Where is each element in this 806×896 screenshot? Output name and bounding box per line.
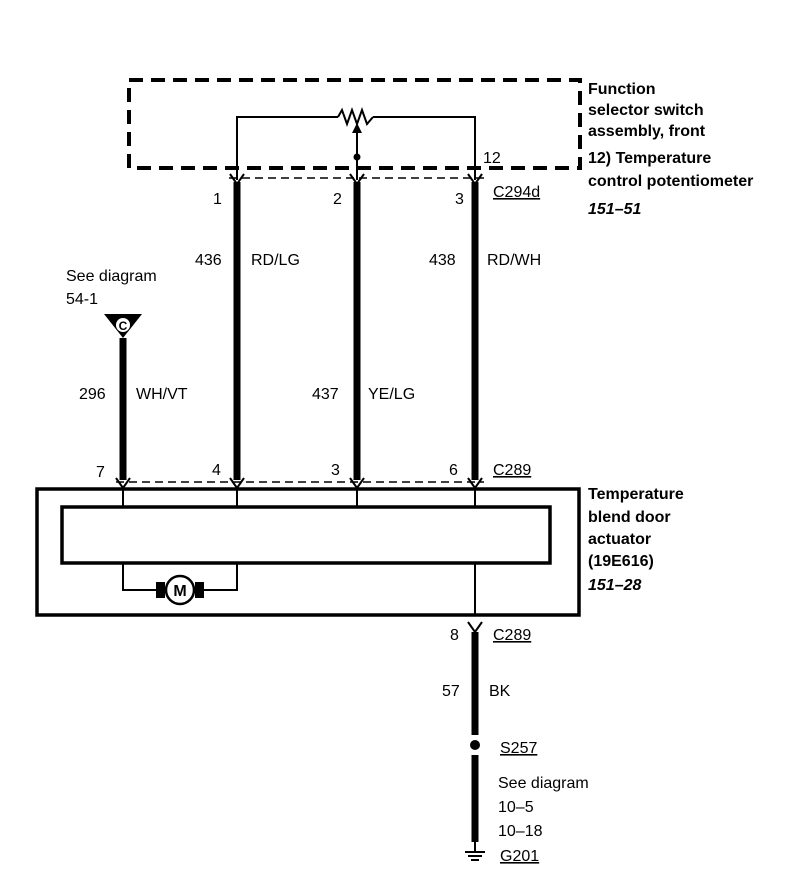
c289-bottom-label: C289 (493, 627, 531, 644)
motor-brush-left (156, 582, 165, 598)
actuator-ref: 151–28 (588, 577, 641, 594)
c289-pin-6: 6 (449, 462, 458, 479)
wire-436-color: RD/LG (251, 252, 300, 269)
see-diagram-left-text: See diagram (66, 268, 157, 285)
c289-mid-label: C289 (493, 462, 531, 479)
switch-item-2: control potentiometer (588, 173, 753, 190)
wire-438-color: RD/WH (487, 252, 541, 269)
actuator-title-3: actuator (588, 531, 651, 548)
connector-pin-8 (467, 621, 483, 634)
c289-pin-8: 8 (450, 627, 459, 644)
switch-ref: 151–51 (588, 201, 641, 218)
actuator-internal-wires (122, 488, 476, 615)
switch-title-1: Function (588, 81, 656, 98)
actuator-title-4: (19E616) (588, 553, 654, 570)
potentiometer-resistor-icon (337, 107, 374, 127)
see-diagram-bottom-text: See diagram (498, 775, 589, 792)
wire-296-color: WH/VT (136, 386, 188, 403)
connector-pins-mid (115, 477, 483, 490)
c294d-pin-3: 3 (455, 191, 464, 208)
splice-s257-icon (470, 740, 480, 750)
see-diagram-symbol: C (119, 319, 128, 333)
ground-label: G201 (500, 848, 539, 865)
wire-57-color: BK (489, 683, 511, 700)
wire-437-circuit: 437 (312, 386, 339, 403)
c289-pin-7: 7 (96, 464, 105, 481)
see-diagram-left-ref: 54-1 (66, 291, 98, 308)
actuator-inner-box (60, 505, 552, 565)
wire-436-circuit: 436 (195, 252, 222, 269)
actuator-title-2: blend door (588, 509, 671, 526)
splice-label: S257 (500, 740, 537, 757)
c289-pin-4: 4 (212, 462, 221, 479)
c294d-label: C294d (493, 184, 540, 201)
c289-pin-3: 3 (331, 462, 340, 479)
wire-438-circuit: 438 (429, 252, 456, 269)
switch-title-2: selector switch (588, 102, 704, 119)
actuator-title-1: Temperature (588, 486, 684, 503)
wiper-arrow-icon (352, 123, 362, 133)
see-diagram-c-circle (116, 318, 130, 332)
motor-brush-right (195, 582, 204, 598)
wiper-node (353, 153, 361, 161)
switch-title-3: assembly, front (588, 123, 706, 140)
switch-pin-12: 12 (483, 150, 501, 167)
potentiometer-frame (236, 116, 476, 180)
wire-437-color: YE/LG (368, 386, 415, 403)
motor-icon (164, 574, 196, 606)
c294d-pin-1: 1 (213, 191, 222, 208)
see-diagram-bottom-ref-2: 10–18 (498, 823, 543, 840)
see-diagram-bottom-ref-1: 10–5 (498, 799, 534, 816)
wire-296-circuit: 296 (79, 386, 106, 403)
c294d-pin-2: 2 (333, 191, 342, 208)
actuator-outer-box (35, 487, 581, 617)
switch-item: 12) Temperature (588, 150, 711, 167)
motor-symbol: M (173, 583, 186, 600)
wire-57-circuit: 57 (442, 683, 460, 700)
switch-assembly-box (127, 78, 582, 170)
ground-icon (465, 842, 485, 861)
connector-pins-top (229, 173, 483, 186)
